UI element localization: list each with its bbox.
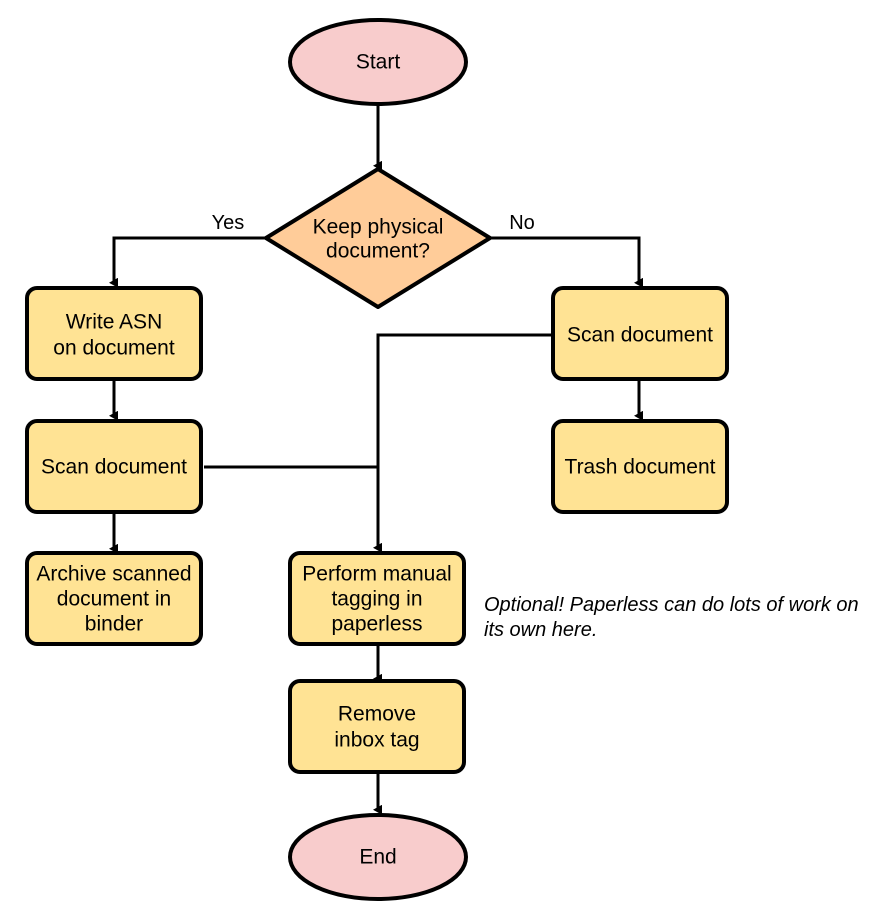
decision-label-line2: document? [326, 240, 430, 263]
remove-inbox-rect [288, 679, 466, 774]
node-remove-inbox-tag[interactable]: Remove inbox tag [288, 679, 466, 774]
start-label: Start [356, 51, 401, 74]
node-archive-scanned-document[interactable]: Archive scanned document in binder [25, 551, 203, 646]
trash-rect [551, 419, 729, 514]
node-scan-document-left[interactable]: Scan document [25, 419, 203, 514]
node-trash-document[interactable]: Trash document [551, 419, 729, 514]
remove-inbox-label-line1: Remove [338, 703, 416, 726]
end-ellipse [288, 813, 468, 901]
write-asn-rect [25, 286, 203, 381]
end-label: End [359, 846, 396, 869]
manual-tagging-label-line1: Perform manual [302, 563, 451, 586]
archive-label-line3: binder [85, 613, 143, 636]
manual-tagging-label-line2: tagging in [331, 588, 422, 611]
node-write-asn-on-document[interactable]: Write ASN on document [25, 286, 203, 381]
scan-left-label: Scan document [41, 456, 187, 479]
decision-diamond [264, 167, 492, 309]
archive-rect [25, 551, 203, 646]
archive-label-line2: document in [57, 588, 171, 611]
archive-label-line1: Archive scanned [36, 563, 191, 586]
decision-label-line1: Keep physical [313, 216, 444, 239]
manual-tagging-label-line3: paperless [331, 613, 422, 636]
edge-scan-right-to-manual-tagging [373, 333, 551, 553]
edge-label-no: No [509, 212, 535, 234]
edge-label-yes: Yes [212, 212, 245, 234]
node-perform-manual-tagging[interactable]: Perform manual tagging in paperless [288, 551, 466, 646]
node-decision-keep-physical-document[interactable]: Keep physical document? [264, 167, 492, 309]
node-scan-document-right[interactable]: Scan document [551, 286, 729, 381]
node-start[interactable]: Start [288, 18, 468, 106]
manual-tagging-rect [288, 551, 466, 646]
write-asn-label-line1: Write ASN [66, 311, 162, 334]
optional-note-line1: Optional! Paperless can do lots of work … [484, 594, 859, 616]
scan-right-rect [551, 286, 729, 381]
write-asn-label-line2: on document [53, 337, 175, 360]
trash-label: Trash document [565, 456, 716, 479]
annotation-optional-note: Optional! Paperless can do lots of work … [484, 594, 859, 641]
start-ellipse [288, 18, 468, 106]
scan-right-label: Scan document [567, 324, 713, 347]
scan-left-rect [25, 419, 203, 514]
optional-note-line2: its own here. [484, 619, 597, 641]
node-end[interactable]: End [288, 813, 468, 901]
edge-decision-no-to-scan-right [490, 236, 643, 288]
edge-decision-yes-to-write-asn [109, 236, 266, 288]
remove-inbox-label-line2: inbox tag [334, 729, 419, 752]
